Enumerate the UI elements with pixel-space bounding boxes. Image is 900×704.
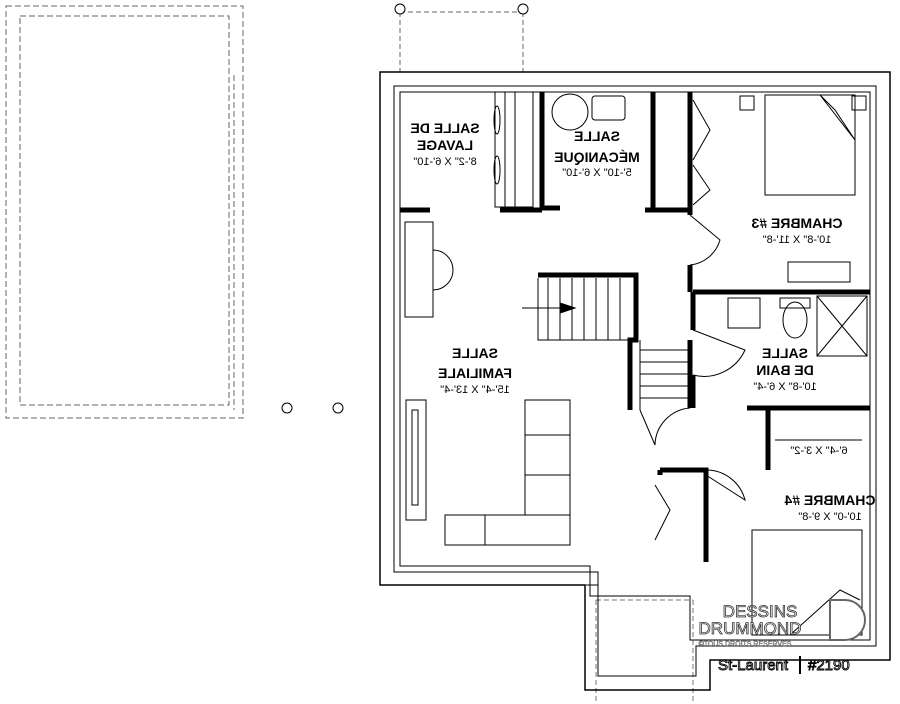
doors <box>639 99 746 541</box>
foundation-walls <box>379 71 891 691</box>
room-dimensions: 10'-8" X 11'-8" <box>763 234 832 246</box>
room-label-salle-de-lavage: SALLE DE <box>410 120 479 136</box>
room-dimensions: 15'-4" X 13'-4" <box>440 384 510 396</box>
room-dimensions: 10'-8" X 6'-4" <box>753 381 816 393</box>
post-icon <box>332 402 344 414</box>
garage-outline <box>5 5 244 419</box>
room-label-salle-mecanique-2: MÉCANIQUE <box>554 149 640 165</box>
room-dimensions: 8'-2" X 6'-10" <box>413 156 476 168</box>
top-porch <box>399 11 524 72</box>
room-dimensions: 10'-0" X 9'-8" <box>798 511 861 523</box>
plan-caption: St-Laurent #2190 <box>718 656 850 674</box>
svg-text:DESSINS: DESSINS <box>723 602 798 621</box>
fixtures <box>404 91 868 636</box>
bottom-porch <box>595 599 694 704</box>
room-label-salle-mecanique: SALLE <box>574 128 620 144</box>
svg-text:#2190: #2190 <box>808 657 850 674</box>
svg-text:St-Laurent: St-Laurent <box>718 657 789 674</box>
post-icon <box>394 3 406 15</box>
room-label-salle-familiale: SALLE <box>452 345 498 361</box>
stairs <box>522 278 690 410</box>
closet-dimensions: 6'-4" X 3'-2" <box>790 445 847 457</box>
post-icon <box>517 3 529 15</box>
svg-text:©TOUS DROITS RÉSERVÉS: ©TOUS DROITS RÉSERVÉS <box>699 639 792 648</box>
room-dimensions: 5'-10" X 6'-10" <box>562 167 632 179</box>
room-label-salle-de-lavage-2: LAVAGE <box>417 137 473 153</box>
dessins-drummond-logo: DESSINS DRUMMOND ©TOUS DROITS RÉSERVÉS <box>698 599 866 648</box>
room-label-chambre-4: CHAMBRE #4 <box>784 492 875 508</box>
room-label-salle-familiale-2: FAMILIALE <box>438 365 512 381</box>
svg-text:DRUMMOND: DRUMMOND <box>699 619 802 638</box>
room-label-chambre-3: CHAMBRE #3 <box>751 215 842 231</box>
post-icon <box>281 402 293 414</box>
room-label-salle-de-bain: SALLE <box>762 345 808 361</box>
room-label-salle-de-bain-2: DE BAIN <box>756 362 814 378</box>
